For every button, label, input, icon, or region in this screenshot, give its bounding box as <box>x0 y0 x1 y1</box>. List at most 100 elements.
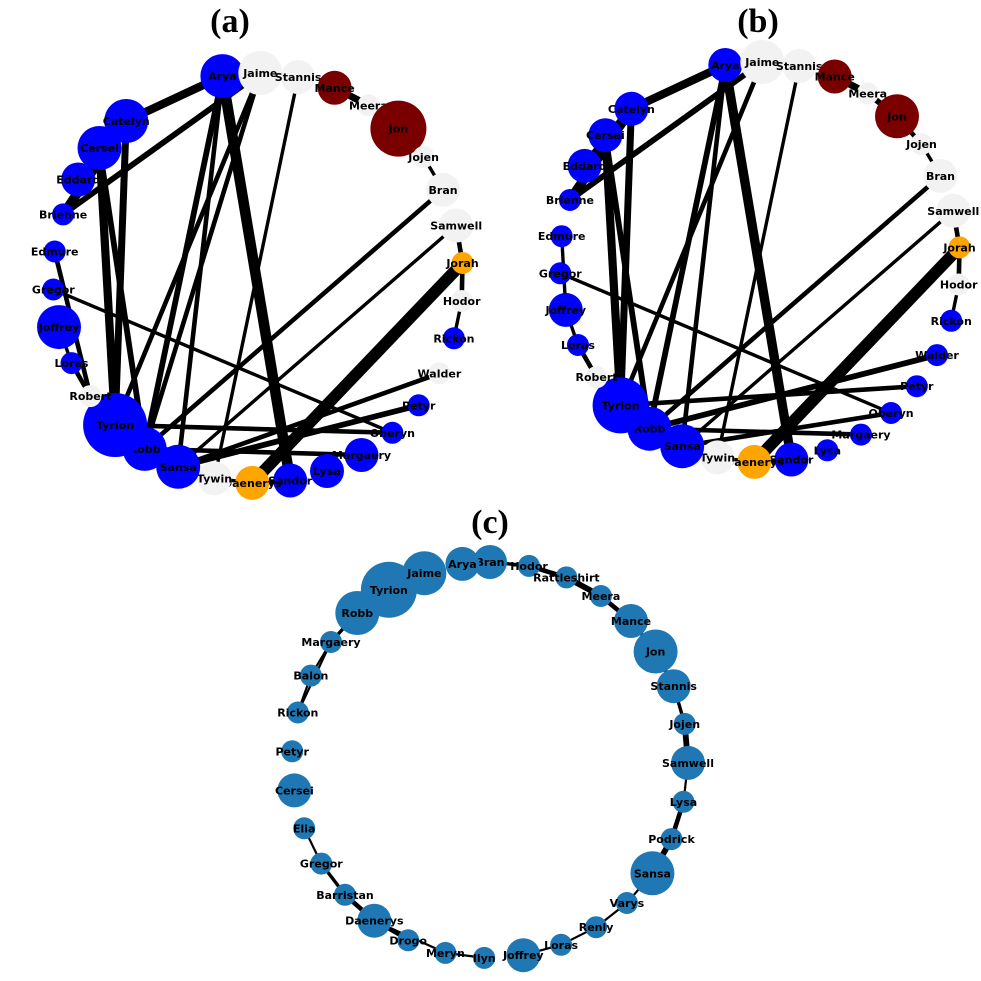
node-label-bran: Bran <box>475 556 504 569</box>
node-brienne <box>558 189 581 211</box>
node-label-sandor: Sandor <box>268 475 313 488</box>
node-label-joffrey: Joffrey <box>544 304 586 317</box>
node-arya <box>708 48 743 82</box>
node-edmure <box>550 225 573 248</box>
node-label-cersei: Cersei <box>586 129 625 142</box>
node-rattleshirt <box>555 566 578 589</box>
node-label-oberyn: Oberyn <box>370 427 415 440</box>
node-label-samwell: Samwell <box>662 757 714 770</box>
node-label-loras: Loras <box>544 939 578 952</box>
node-sansa <box>156 444 201 489</box>
node-label-elia: Elia <box>293 822 315 835</box>
node-label-bran: Bran <box>926 170 955 183</box>
node-loras <box>550 933 573 956</box>
node-samwell <box>439 208 474 243</box>
node-label-mance: Mance <box>315 82 355 95</box>
node-margaery <box>320 631 342 653</box>
node-margaery <box>344 438 379 472</box>
node-label-robb: Robb <box>341 607 373 620</box>
node-label-mance: Mance <box>611 615 651 628</box>
node-label-joffrey: Joffrey <box>38 321 80 334</box>
node-label-tywin: Tywin <box>700 451 735 464</box>
node-label-drogo: Drogo <box>389 934 427 947</box>
node-label-arya: Arya <box>208 70 237 83</box>
node-label-eddard: Eddard <box>56 174 100 187</box>
edge-stannis-tywin <box>212 76 300 479</box>
node-daenerys <box>235 465 270 500</box>
edge-jaime-robb <box>142 72 263 450</box>
node-label-gregor: Gregor <box>539 267 582 280</box>
node-cersei <box>277 773 312 808</box>
edge-tyrion-petyr <box>620 383 917 408</box>
node-label-sansa: Sansa <box>634 867 671 880</box>
node-joffrey <box>37 305 81 350</box>
node-joffrey <box>548 292 583 327</box>
node-gregor <box>549 262 572 285</box>
node-label-lysa: Lysa <box>313 465 340 478</box>
node-label-arya: Arya <box>711 59 740 72</box>
edge-tyrion-oberyn <box>115 422 393 436</box>
node-label-cersei: Cersei <box>80 142 119 155</box>
node-label-jojen: Jojen <box>407 151 439 164</box>
node-label-tyrion: Tyrion <box>602 399 640 412</box>
node-tyrion <box>83 393 148 457</box>
node-label-jaime: Jaime <box>406 567 441 580</box>
node-hodor <box>947 273 970 296</box>
node-cersei <box>588 118 623 153</box>
node-petyr <box>281 740 304 763</box>
node-catelyn <box>614 91 649 126</box>
node-label-sansa: Sansa <box>664 440 701 453</box>
node-jon <box>370 100 427 157</box>
node-label-barristan: Barristan <box>316 889 374 902</box>
node-label-jorah: Jorah <box>942 241 975 254</box>
node-stannis <box>281 60 316 94</box>
edge-cersei-tyrion <box>95 147 120 426</box>
node-label-meera: Meera <box>349 99 388 112</box>
node-label-tyrion: Tyrion <box>370 584 408 597</box>
node-label-cersei: Cersei <box>275 784 314 797</box>
node-stannis <box>656 669 691 704</box>
node-label-oberyn: Oberyn <box>869 407 914 420</box>
node-jorah <box>948 236 971 259</box>
node-label-jojen: Jojen <box>905 138 937 151</box>
node-label-ilyn: Ilyn <box>473 952 496 965</box>
edge-jaime-tyrion <box>112 72 263 426</box>
node-petyr <box>407 394 430 417</box>
node-label-meera: Meera <box>848 88 887 101</box>
edge-catelyn-brienne <box>566 106 636 203</box>
panel-b-label: (b) <box>737 3 779 40</box>
node-tywin <box>700 440 735 475</box>
node-sandor <box>273 463 308 498</box>
node-label-petyr: Petyr <box>900 380 934 393</box>
node-label-loras: Loras <box>561 339 595 352</box>
node-label-sansa: Sansa <box>160 461 197 474</box>
node-cersei <box>77 126 122 170</box>
node-label-daenerys: Daenerys <box>725 456 784 469</box>
node-label-walder: Walder <box>418 367 462 380</box>
node-bran <box>473 545 507 579</box>
node-label-margaery: Margaery <box>301 636 360 649</box>
node-balon <box>299 664 322 687</box>
node-jon <box>875 94 919 139</box>
node-samwell <box>936 193 971 228</box>
node-arya <box>445 546 480 581</box>
node-tyrion <box>592 377 649 434</box>
node-lysa <box>816 439 839 462</box>
node-mance <box>817 59 852 94</box>
node-drogo <box>397 929 420 952</box>
node-oberyn <box>880 402 903 424</box>
node-elia <box>293 817 316 840</box>
node-jorah <box>451 252 474 274</box>
node-podrick <box>660 828 683 851</box>
node-label-tyrion: Tyrion <box>96 419 134 432</box>
edge-arya-sansa <box>679 64 728 447</box>
node-label-gregor: Gregor <box>32 284 75 297</box>
node-label-edmure: Edmure <box>31 246 79 259</box>
edge-cersei-robb <box>602 134 653 430</box>
edge-jaime-tyrion <box>618 61 765 407</box>
node-lysa <box>310 454 344 488</box>
